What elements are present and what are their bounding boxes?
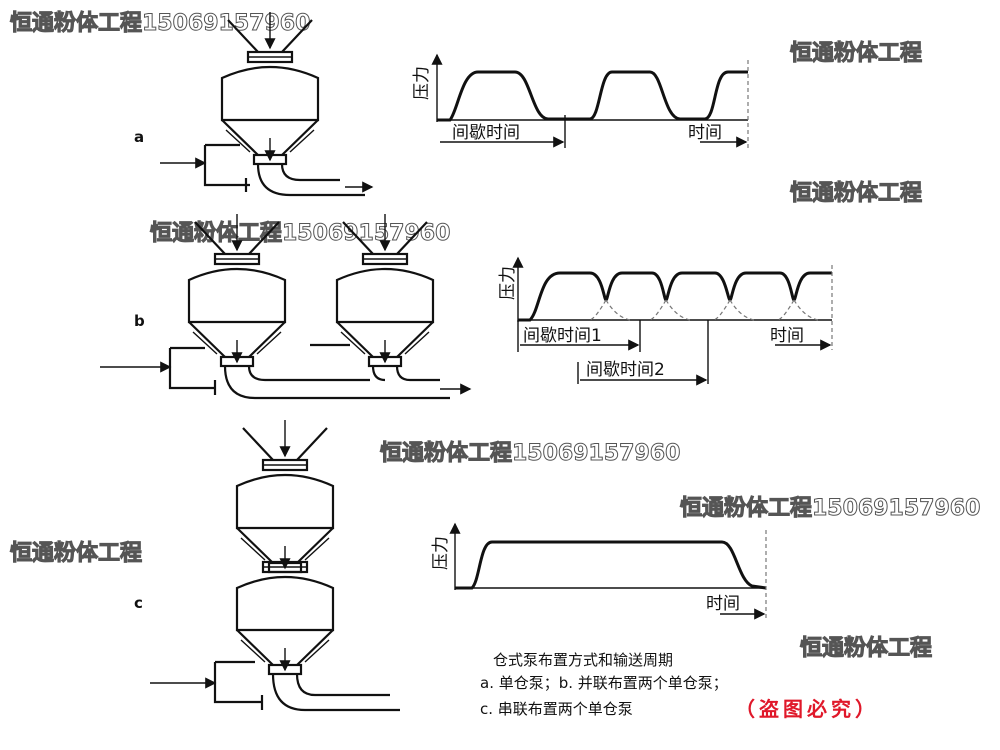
watermark: 恒通粉体工程15069157960 [10,10,310,36]
label-b: b [134,312,145,330]
chart-a-time-label: 时间 [688,123,722,143]
chart-c-time-label: 时间 [706,594,740,614]
chart-b-interval1-label: 间歇时间1 [523,326,602,346]
chart-b: 压力 间歇时间1 间歇时间2 时间 [498,256,833,386]
watermark: 恒通粉体工程 [790,180,922,206]
caption-line-1: a. 单仓泵；b. 并联布置两个单仓泵； [480,674,728,692]
chart-c: 压力 时间 [431,522,767,620]
caption-title: 仓式泵布置方式和输送周期 [493,651,673,669]
chart-c-y-label: 压力 [431,536,451,570]
watermarks: 恒通粉体工程15069157960 恒通粉体工程 恒通粉体工程 恒通粉体工程15… [10,10,981,662]
watermark: 恒通粉体工程 [10,540,142,566]
pump-c-upper-vessel [237,420,333,572]
pump-c [150,420,400,712]
pump-c-lower-vessel [237,562,333,674]
chart-b-pressure-curve [518,271,832,322]
label-c: c [134,594,143,612]
label-a: a [134,128,144,146]
watermark: 恒通粉体工程15069157960 [150,220,450,246]
watermark: 恒通粉体工程15069157960 [380,440,680,466]
watermark: 恒通粉体工程15069157960 [680,495,980,521]
chart-a-y-label: 压力 [412,66,432,100]
caption-line-2: c. 串联布置两个单仓泵 [480,700,633,718]
conveying-pipe [256,163,365,197]
conveying-pipe-c [271,673,400,712]
chart-b-interval2-label: 间歇时间2 [586,360,665,380]
conveying-pipe-b [223,365,450,400]
pump-b [100,214,472,400]
chart-b-time-label: 时间 [770,326,804,346]
pump-a [160,12,374,197]
copyright-warning: （盗图必究） [735,697,879,721]
chart-c-pressure-curve [455,540,767,590]
chart-b-y-label: 压力 [498,266,518,300]
chart-a-pressure-curve [437,70,748,122]
watermark: 恒通粉体工程 [800,635,932,661]
watermark: 恒通粉体工程 [790,40,922,66]
chart-a: 压力 间歇时间 时间 [412,53,749,148]
chart-a-interval-label: 间歇时间 [452,123,520,143]
